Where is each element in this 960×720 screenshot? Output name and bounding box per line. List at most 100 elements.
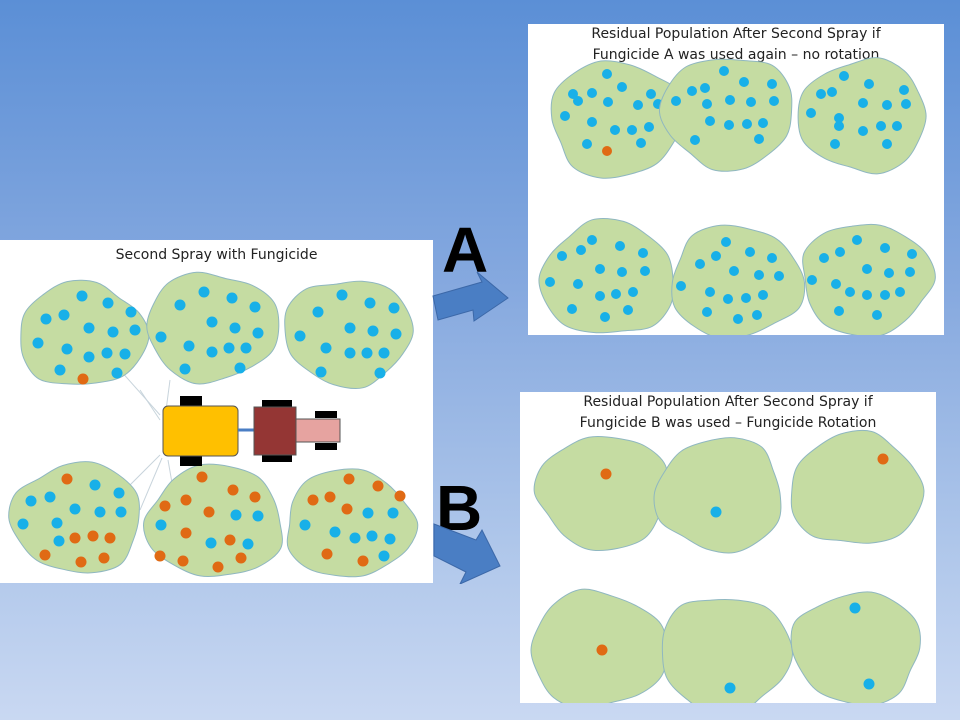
sensitive-spore-dot: [623, 305, 633, 315]
sensitive-spore-dot: [545, 277, 555, 287]
leaf-shape: [790, 429, 925, 544]
sensitive-spore-dot: [573, 96, 583, 106]
sensitive-spore-dot: [349, 532, 361, 544]
sensitive-spore-dot: [174, 299, 186, 311]
sensitive-spore-dot: [741, 293, 751, 303]
sensitive-spore-dot: [819, 253, 829, 263]
leaf-shape: [286, 468, 419, 578]
sensitive-spore-dot: [595, 264, 605, 274]
sensitive-spore-dot: [129, 324, 141, 336]
sensitive-spore-dot: [676, 281, 686, 291]
leaf-shape: [653, 437, 782, 554]
sensitive-spore-dot: [388, 302, 400, 314]
sensitive-spore-dot: [576, 245, 586, 255]
sensitive-spore-dot: [610, 125, 620, 135]
sensitive-spore-dot: [51, 517, 63, 529]
panel-a-title-line2: Fungicide A was used again – no rotation: [592, 47, 880, 63]
sensitive-spore-dot: [835, 247, 845, 257]
sensitive-spore-dot: [582, 139, 592, 149]
sensitive-spore-dot: [880, 243, 890, 253]
sensitive-spore-dot: [710, 506, 722, 518]
resistant-spore-dot: [75, 556, 87, 568]
sensitive-spore-dot: [206, 316, 218, 328]
sensitive-spore-dot: [115, 506, 127, 518]
sensitive-spore-dot: [602, 69, 612, 79]
sensitive-spore-dot: [830, 139, 840, 149]
sensitive-spore-dot: [69, 503, 81, 515]
sensitive-spore-dot: [240, 342, 252, 354]
leaf-shape: [143, 463, 283, 578]
resistant-spore-dot: [87, 530, 99, 542]
sensitive-spore-dot: [834, 121, 844, 131]
resistant-spore-dot: [877, 453, 889, 465]
sensitive-spore-dot: [119, 348, 131, 360]
sensitive-spore-dot: [320, 342, 332, 354]
resistant-spore-dot: [341, 503, 353, 515]
leaf: [790, 429, 925, 544]
resistant-spore-dot: [196, 471, 208, 483]
sensitive-spore-dot: [600, 312, 610, 322]
sensitive-spore-dot: [752, 310, 762, 320]
leaf: [658, 58, 793, 172]
resistant-spore-dot: [203, 506, 215, 518]
sensitive-spore-dot: [58, 309, 70, 321]
sensitive-spore-dot: [387, 507, 399, 519]
sensitive-spore-dot: [834, 306, 844, 316]
sensitive-spore-dot: [61, 343, 73, 355]
sensitive-spore-dot: [573, 279, 583, 289]
sensitive-spore-dot: [827, 87, 837, 97]
sensitive-spore-dot: [155, 519, 167, 531]
sensitive-spore-dot: [831, 279, 841, 289]
sensitive-spore-dot: [807, 275, 817, 285]
sensitive-spore-dot: [754, 270, 764, 280]
resistant-spore-dot: [180, 494, 192, 506]
sensitive-spore-dot: [702, 307, 712, 317]
sensitive-spore-dot: [617, 82, 627, 92]
resistant-spore-dot: [394, 490, 406, 502]
sensitive-spore-dot: [839, 71, 849, 81]
sensitive-spore-dot: [754, 134, 764, 144]
sensitive-spore-dot: [107, 326, 119, 338]
sensitive-spore-dot: [53, 535, 65, 547]
sensitive-spore-dot: [595, 291, 605, 301]
sensitive-spore-dot: [858, 98, 868, 108]
sensitive-spore-dot: [702, 99, 712, 109]
sensitive-spore-dot: [568, 89, 578, 99]
sensitive-spore-dot: [742, 119, 752, 129]
sensitive-spore-dot: [294, 330, 306, 342]
panel-b-illustration: [530, 429, 925, 703]
sensitive-spore-dot: [876, 121, 886, 131]
panel-b-leaves: [530, 429, 925, 703]
sensitive-spore-dot: [44, 491, 56, 503]
sensitive-spore-dot: [907, 249, 917, 259]
second-spray-title: Second Spray with Fungicide: [115, 247, 318, 263]
panel-b-title-line1: Residual Population After Second Spray i…: [583, 394, 873, 410]
tractor-body: [162, 405, 239, 457]
sensitive-spore-dot: [223, 342, 235, 354]
sensitive-spore-dot: [249, 301, 261, 313]
sensitive-spore-dot: [884, 268, 894, 278]
sensitive-spore-dot: [872, 310, 882, 320]
sensitive-spore-dot: [83, 351, 95, 363]
sensitive-spore-dot: [862, 264, 872, 274]
sensitive-spore-dot: [378, 347, 390, 359]
sensitive-spore-dot: [644, 122, 654, 132]
sensitive-spore-dot: [390, 328, 402, 340]
leaf: [671, 224, 806, 335]
sensitive-spore-dot: [862, 290, 872, 300]
leaf: [286, 468, 419, 578]
sensitive-spore-dot: [366, 530, 378, 542]
sensitive-spore-dot: [729, 266, 739, 276]
sensitive-spore-dot: [700, 83, 710, 93]
leaf: [661, 598, 794, 703]
leaf: [550, 60, 685, 179]
sensitive-spore-dot: [687, 86, 697, 96]
sensitive-spore-dot: [638, 248, 648, 258]
sensitive-spore-dot: [852, 235, 862, 245]
sensitive-spore-dot: [758, 290, 768, 300]
sensitive-spore-dot: [587, 88, 597, 98]
panel-a-illustration: [538, 57, 936, 335]
sensitive-spore-dot: [882, 100, 892, 110]
sensitive-spore-dot: [733, 314, 743, 324]
sensitive-spore-dot: [834, 113, 844, 123]
